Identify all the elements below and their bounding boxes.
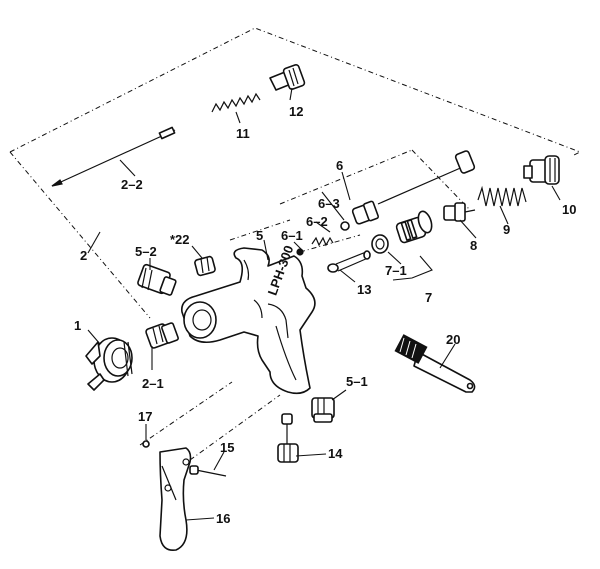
label-part-5-2: 5–2 — [135, 244, 157, 259]
part-15-trigger-pin — [189, 465, 227, 477]
part-12-needle-adjust-knob — [269, 63, 306, 91]
label-part-5-1: 5–1 — [346, 374, 368, 389]
part-9-spring — [477, 185, 527, 207]
part-5-2-fluid-fitting — [137, 263, 177, 296]
part-22-air-fitting — [194, 255, 216, 277]
label-part-22: *22 — [170, 232, 190, 247]
label-part-10: 10 — [562, 202, 576, 217]
label-part-6-2: 6–2 — [306, 214, 328, 229]
part-14-spreader-valve — [277, 413, 299, 463]
label-part-20: 20 — [446, 332, 460, 347]
label-part-12: 12 — [289, 104, 303, 119]
part-7-1-o-ring — [371, 234, 389, 254]
leader-lines — [87, 87, 561, 521]
label-part-2: 2 — [80, 248, 87, 263]
part-16-trigger — [159, 447, 192, 552]
part-8-air-valve — [443, 202, 476, 222]
label-part-17: 17 — [138, 409, 152, 424]
label-part-13: 13 — [357, 282, 371, 297]
part-5-1-fitting — [311, 397, 335, 423]
part-7-valve-housing — [395, 210, 433, 244]
label-part-14: 14 — [328, 446, 343, 461]
part-6-packing-set — [296, 200, 380, 256]
part-10-fluid-adjust-knob — [523, 155, 560, 185]
part-17-screw — [142, 440, 150, 448]
label-part-16: 16 — [216, 511, 230, 526]
label-part-7: 7 — [425, 290, 432, 305]
spray-gun-body: LPH-300 — [180, 243, 316, 395]
part-2-2-fluid-needle — [51, 126, 176, 187]
part-labels: 12 11 2–2 2 6 6–3 6–2 6–1 7–1 7 13 8 9 1… — [74, 104, 576, 526]
label-part-6-1: 6–1 — [281, 228, 303, 243]
part-2-1-fluid-nozzle — [145, 322, 179, 349]
label-part-2-1: 2–1 — [142, 376, 164, 391]
label-part-1: 1 — [74, 318, 81, 333]
label-part-6-3: 6–3 — [318, 196, 340, 211]
label-part-2-2: 2–2 — [121, 177, 143, 192]
label-part-15: 15 — [220, 440, 234, 455]
part-13-pin — [327, 250, 371, 273]
part-20-cleaning-brush — [394, 334, 476, 393]
assembly-guide-lines — [9, 27, 582, 461]
label-part-5: 5 — [256, 228, 263, 243]
part-11-needle-spring — [211, 92, 261, 113]
label-part-6: 6 — [336, 158, 343, 173]
part-6-packing-rod — [377, 150, 476, 205]
label-part-11: 11 — [236, 126, 250, 141]
label-part-9: 9 — [503, 222, 510, 237]
label-part-7-1: 7–1 — [385, 263, 407, 278]
part-1-air-cap — [85, 337, 133, 391]
label-part-8: 8 — [470, 238, 477, 253]
